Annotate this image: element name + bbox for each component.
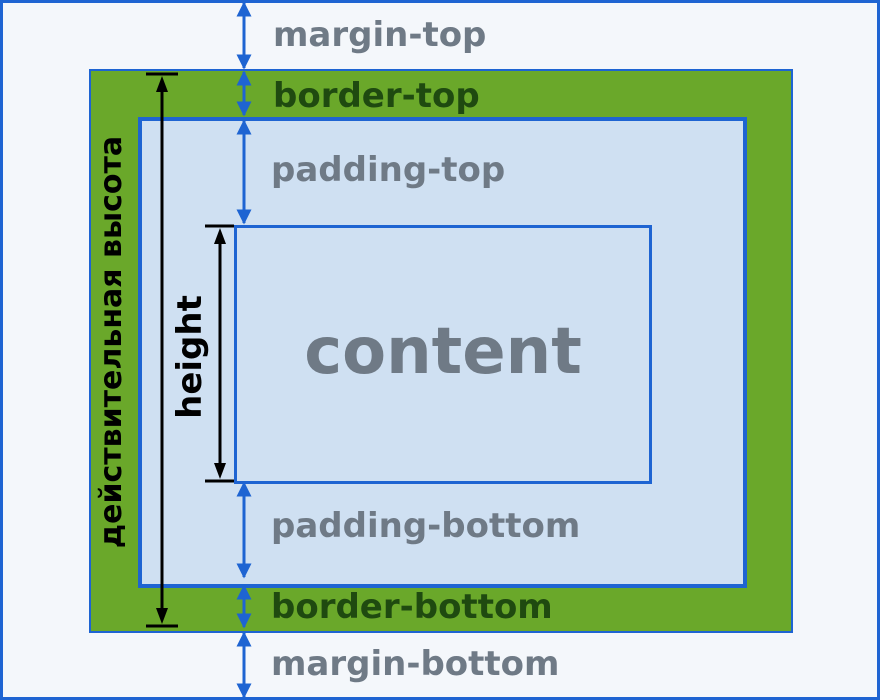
padding-top-label: padding-top	[271, 150, 506, 190]
content-label: content	[304, 314, 582, 389]
margin-top-label: margin-top	[273, 15, 487, 55]
padding-bottom-label: padding-bottom	[271, 506, 581, 546]
real-height-dimension	[146, 72, 178, 628]
border-top-label: border-top	[273, 76, 480, 116]
border-bottom-label: border-bottom	[271, 587, 553, 627]
margin-bottom-label: margin-bottom	[271, 644, 560, 684]
content-area	[234, 225, 652, 484]
height-dimension	[205, 224, 234, 483]
